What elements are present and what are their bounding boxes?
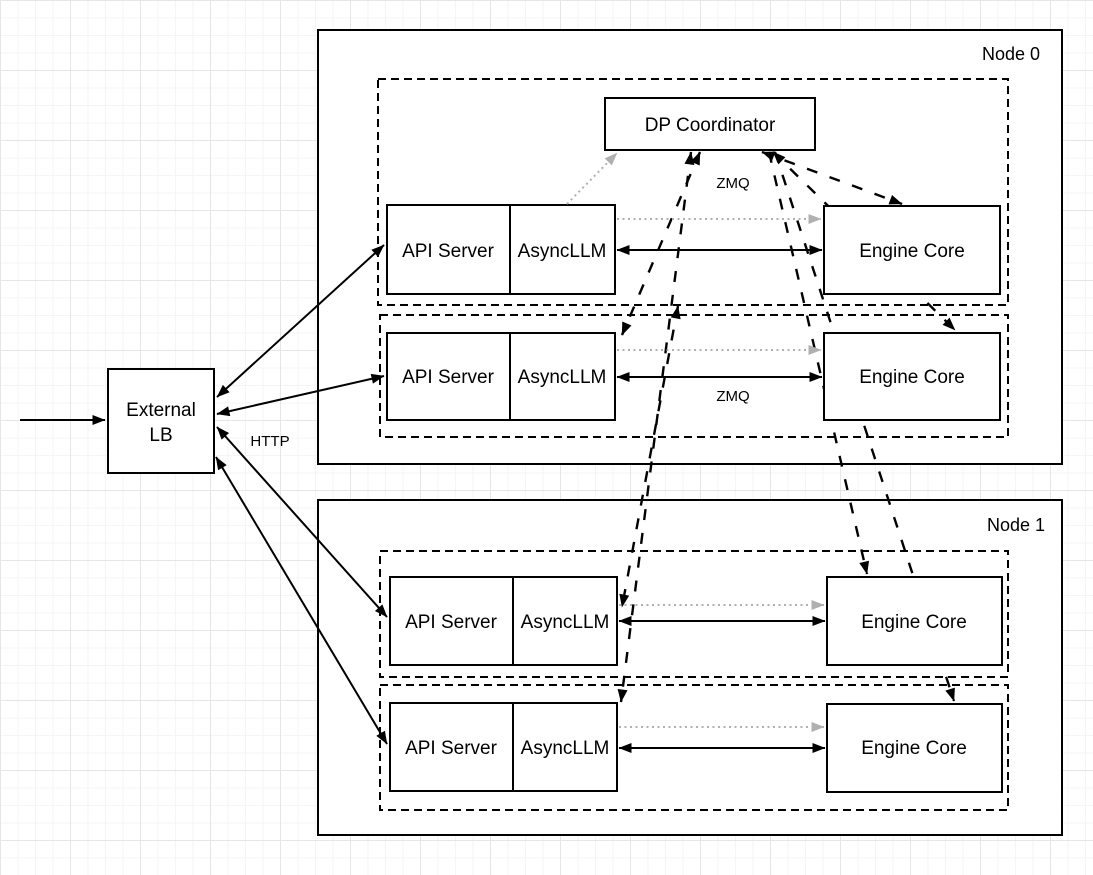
engine-core-label: Engine Core <box>859 367 965 388</box>
asyncllm-label: AsyncLLM <box>521 738 610 759</box>
asyncllm-label: AsyncLLM <box>518 367 607 388</box>
external-lb-label-line1: External <box>126 400 196 421</box>
api-server-label: API Server <box>402 241 495 262</box>
api-server-label: API Server <box>402 367 495 388</box>
engine-core-label: Engine Core <box>861 612 967 633</box>
engine-core-n1r0: Engine Core <box>826 576 1003 666</box>
external-lb-box <box>107 368 215 474</box>
edge-dotted-asyncllm-coordinator <box>566 152 618 205</box>
node0-label: Node 0 <box>982 44 1040 64</box>
engine-core-label: Engine Core <box>859 241 965 262</box>
edge-lb-api-n1r1 <box>215 456 388 745</box>
edge-lb-api-n0r1 <box>216 373 385 417</box>
edge-zmq-coordinator-engine-n1r0 <box>767 151 870 575</box>
dp-coordinator-label: DP Coordinator <box>645 115 776 136</box>
engine-core-n0r0: Engine Core <box>823 205 1001 295</box>
asyncllm-label: AsyncLLM <box>518 241 607 262</box>
engine-core-label: Engine Core <box>861 738 967 759</box>
engine-core-n1r1: Engine Core <box>826 703 1003 793</box>
asyncllm-label: AsyncLLM <box>521 612 610 633</box>
api-server-label: API Server <box>405 612 498 633</box>
dp-coordinator-box <box>604 97 816 151</box>
api-server-label: API Server <box>405 738 498 759</box>
api-asyncllm-pair-n0r0: API Server AsyncLLM <box>386 204 616 295</box>
api-asyncllm-pair-n0r1: API Server AsyncLLM <box>386 332 616 421</box>
api-asyncllm-pair-n1r0: API Server AsyncLLM <box>389 576 618 666</box>
zmq-label-top: ZMQ <box>716 175 749 192</box>
edge-zmq-coordinator-asyncllm-n1r1 <box>617 151 695 703</box>
zmq-label-mid: ZMQ <box>716 388 749 405</box>
node1-label: Node 1 <box>987 515 1045 535</box>
edge-lb-api-n0r0 <box>216 244 385 398</box>
http-label: HTTP <box>250 433 289 450</box>
api-asyncllm-pair-n1r1: API Server AsyncLLM <box>389 702 618 792</box>
engine-core-n0r1: Engine Core <box>823 332 1001 421</box>
external-lb-label-line2: LB <box>149 425 172 446</box>
